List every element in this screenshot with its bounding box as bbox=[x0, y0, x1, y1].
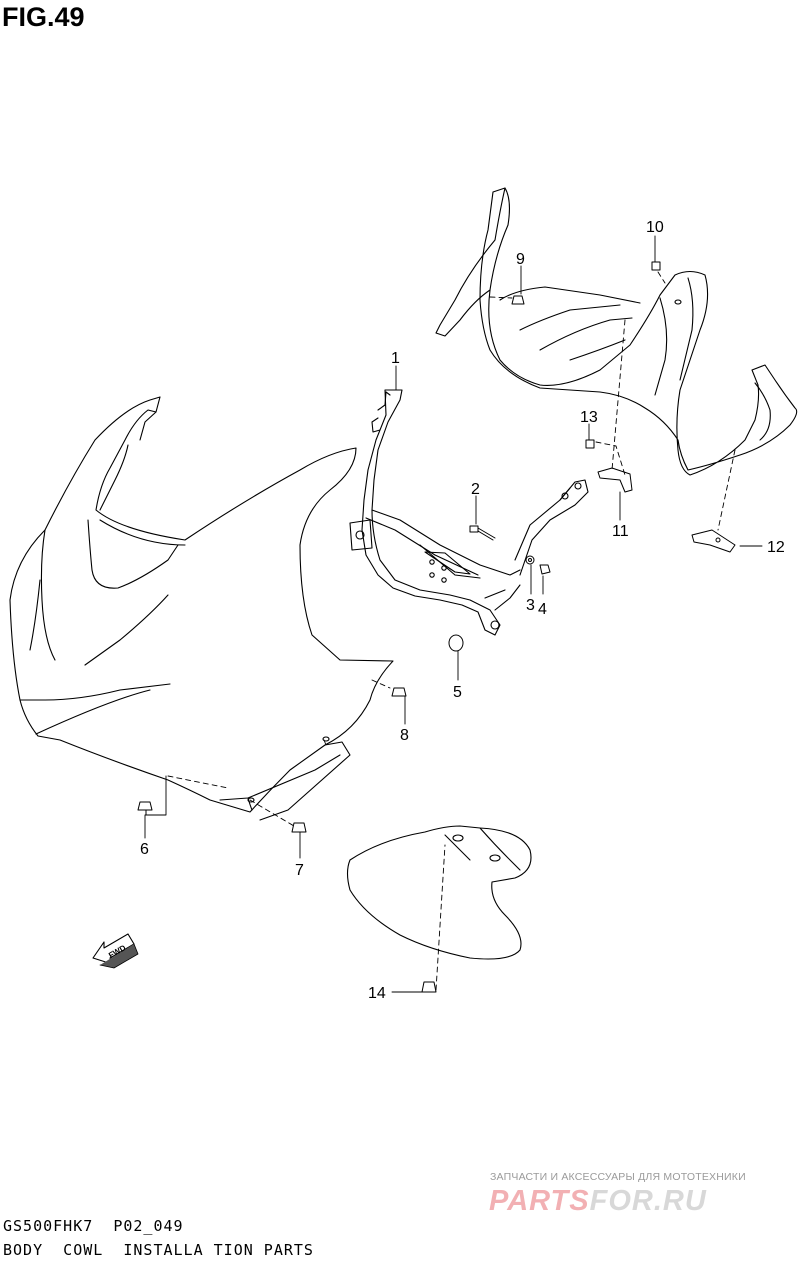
cowl-bracket bbox=[349, 389, 589, 636]
lower-panel bbox=[346, 825, 532, 960]
watermark-logo-part1: PARTS bbox=[489, 1185, 590, 1217]
inner-panel bbox=[435, 187, 798, 476]
callout-12: 12 bbox=[767, 539, 785, 556]
figure-title: FIG.49 bbox=[2, 2, 85, 32]
callout-10: 10 bbox=[646, 219, 664, 236]
callout-4: 4 bbox=[538, 601, 547, 618]
leader-lines bbox=[144, 235, 763, 993]
callout-11: 11 bbox=[612, 523, 629, 540]
callout-labels: 1 2 3 4 5 6 7 8 9 10 11 12 13 14 bbox=[140, 219, 785, 1002]
figure-code: GS500FHK7 P02_049 bbox=[3, 1217, 184, 1235]
callout-14: 14 bbox=[368, 985, 386, 1002]
callout-6: 6 bbox=[140, 841, 149, 858]
callout-8: 8 bbox=[400, 727, 409, 744]
callout-3: 3 bbox=[526, 597, 535, 614]
callout-7: 7 bbox=[295, 862, 304, 879]
watermark-tagline: ЗАПЧАСТИ И АКСЕССУАРЫ ДЛЯ МОТОТЕХНИКИ bbox=[490, 1171, 746, 1183]
callout-9: 9 bbox=[516, 251, 525, 268]
watermark-logo: PARTSFOR.RU bbox=[489, 1185, 707, 1218]
callout-2: 2 bbox=[471, 481, 480, 498]
figure-description: BODY COWL INSTALLA TION PARTS bbox=[3, 1241, 314, 1259]
body-cowl bbox=[9, 396, 394, 821]
assembly-lines bbox=[167, 271, 736, 991]
fasteners bbox=[137, 261, 736, 993]
fwd-arrow-icon: FWD bbox=[92, 933, 139, 969]
callout-5: 5 bbox=[453, 684, 462, 701]
watermark-logo-part2: FOR.RU bbox=[589, 1185, 707, 1217]
callout-13: 13 bbox=[580, 409, 598, 426]
callout-1: 1 bbox=[391, 350, 400, 367]
